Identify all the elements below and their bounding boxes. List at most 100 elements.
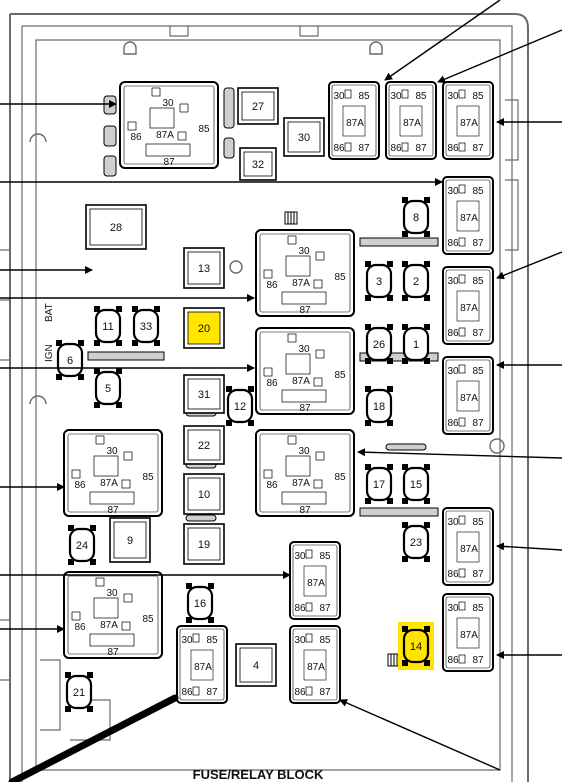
pin-label-86: 86 <box>447 328 459 339</box>
pin-label-85: 85 <box>472 276 484 287</box>
pin-label-87: 87 <box>472 143 484 154</box>
fuse-label: 16 <box>194 598 206 610</box>
pin-label-87a: 87A <box>307 662 325 673</box>
pin-label-87: 87 <box>319 687 331 698</box>
pin-label-87: 87 <box>299 305 311 316</box>
fuse-24: 24 <box>68 525 96 565</box>
diagram-title: FUSE/RELAY BLOCK <box>193 767 324 782</box>
pointer-arrow <box>496 542 562 551</box>
pin-label-85: 85 <box>472 366 484 377</box>
pin-label-87a: 87A <box>100 478 118 489</box>
pin-label-87: 87 <box>206 687 218 698</box>
fuse-label: 13 <box>198 263 210 275</box>
fuse-label: 1 <box>413 339 419 351</box>
pin-label-30: 30 <box>447 186 459 197</box>
pin-label-87a: 87A <box>460 213 478 224</box>
pin-label-87: 87 <box>163 157 175 168</box>
pin-label-87a: 87A <box>100 620 118 631</box>
fuse-label: 5 <box>105 383 111 395</box>
cable-line <box>8 694 179 782</box>
pin-label-85: 85 <box>198 124 210 135</box>
fuse-label: 30 <box>298 132 310 144</box>
pin-label-85: 85 <box>206 635 218 646</box>
pointer-arrow <box>384 0 501 81</box>
fuse-3: 3 <box>365 261 393 301</box>
fuse-5: 5 <box>94 368 122 408</box>
pin-label-87a: 87A <box>292 278 310 289</box>
pin-label-85: 85 <box>472 603 484 614</box>
fuse-label: 19 <box>198 539 210 551</box>
pin-label-87: 87 <box>472 238 484 249</box>
pin-label-86: 86 <box>74 480 86 491</box>
pin-label-87a: 87A <box>460 630 478 641</box>
pin-label-87: 87 <box>107 647 119 658</box>
pin-label-30: 30 <box>106 446 118 457</box>
pin-label-85: 85 <box>472 517 484 528</box>
pin-label-87a: 87A <box>292 376 310 387</box>
grid-connector-icon <box>284 211 401 667</box>
pointer-arrow <box>496 251 562 280</box>
pin-label-87a: 87A <box>460 118 478 129</box>
pin-label-87a: 87A <box>292 478 310 489</box>
fuse-6: 6 <box>56 340 84 380</box>
fuse-label: 20 <box>198 323 210 335</box>
fuse-14: 14 <box>398 622 434 670</box>
pin-label-30: 30 <box>106 588 118 599</box>
pin-label-87a: 87A <box>156 130 174 141</box>
fuse-label: 12 <box>234 401 246 413</box>
pin-label-85: 85 <box>334 272 346 283</box>
fuse-23: 23 <box>402 522 430 562</box>
fuse-label: 15 <box>410 479 422 491</box>
fuse-label: 21 <box>73 687 85 699</box>
fuse-27: 27 <box>237 87 279 125</box>
pin-label-87a: 87A <box>460 303 478 314</box>
fuse-label: 14 <box>410 641 422 653</box>
fuse-33: 33 <box>132 306 160 346</box>
fuse-28: 28 <box>85 204 147 250</box>
fuse-label: 18 <box>373 401 385 413</box>
fuse-18: 18 <box>365 386 393 426</box>
pin-label-87: 87 <box>358 143 370 154</box>
pin-label-30: 30 <box>298 344 310 355</box>
fuse-label: 4 <box>253 660 259 672</box>
pin-label-86: 86 <box>390 143 402 154</box>
pin-label-85: 85 <box>319 635 331 646</box>
pin-label-87: 87 <box>299 505 311 516</box>
fuse-15: 15 <box>402 464 430 504</box>
fuse-11: 11 <box>94 306 122 346</box>
fuse-label: 24 <box>76 540 88 552</box>
pin-label-86: 86 <box>266 480 278 491</box>
pin-label-30: 30 <box>390 91 402 102</box>
mount-clip-icon <box>29 41 505 454</box>
fuse-10: 10 <box>183 473 225 515</box>
pin-label-86: 86 <box>447 418 459 429</box>
fuse-label: 11 <box>102 321 113 333</box>
pin-label-30: 30 <box>298 246 310 257</box>
pin-label-30: 30 <box>447 603 459 614</box>
fuse-label: 32 <box>252 159 264 171</box>
fuse-label: 28 <box>110 222 122 234</box>
pin-label-85: 85 <box>142 472 154 483</box>
pin-label-30: 30 <box>333 91 345 102</box>
fuse-label: 22 <box>198 440 210 452</box>
fuse-9: 9 <box>109 517 151 563</box>
pin-label-87a: 87A <box>307 578 325 589</box>
fuse-label: 6 <box>67 355 73 367</box>
pin-label-85: 85 <box>334 370 346 381</box>
fuse-label: 33 <box>140 321 152 333</box>
pin-label-87: 87 <box>415 143 427 154</box>
fuse-32: 32 <box>239 147 277 181</box>
pin-label-86: 86 <box>447 655 459 666</box>
pin-label-86: 86 <box>447 238 459 249</box>
fuse-label: 3 <box>376 276 382 288</box>
